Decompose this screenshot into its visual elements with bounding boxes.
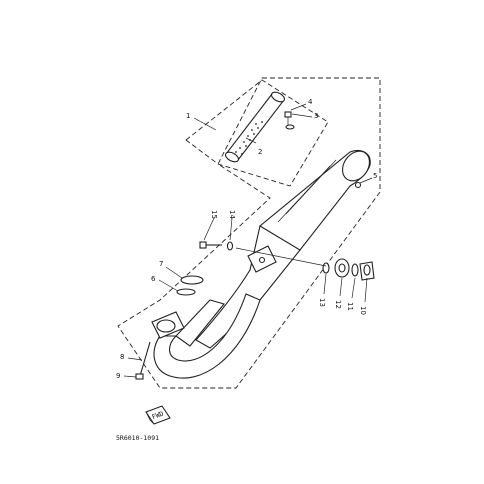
- assembly-boundary-tailpipe: [185, 79, 329, 187]
- callout-7: 7: [159, 260, 163, 268]
- exhaust-flange: [151, 311, 185, 339]
- gasket-6: [176, 288, 196, 296]
- muffler: [195, 149, 371, 349]
- mounting-bolt: [199, 241, 234, 251]
- exhaust-pipe: [153, 293, 261, 379]
- gasket-7: [180, 275, 204, 285]
- callout-9: 9: [116, 372, 120, 380]
- callout-14: 14: [228, 210, 236, 219]
- drawing-code: 5R6010-1091: [116, 434, 159, 442]
- callout-15: 15: [210, 210, 218, 219]
- tail-pipe: [224, 91, 286, 163]
- tailpipe-screw: [284, 111, 295, 130]
- callout-5: 5: [373, 172, 377, 180]
- callout-11: 11: [346, 302, 354, 311]
- assembly-boundary-main: [117, 77, 381, 389]
- callout-10: 10: [359, 306, 367, 315]
- stud-bolt: [135, 341, 151, 380]
- forward-direction-marker: FWD: [145, 405, 171, 425]
- callout-4: 4: [308, 98, 313, 106]
- leader-lines: [123, 103, 373, 378]
- muffler-bracket: [247, 245, 277, 273]
- callout-numbers: 1 2 3 4 5 6 7 8 9 10 11 12 13 14 15: [116, 98, 377, 380]
- callout-13: 13: [318, 298, 326, 307]
- front-marker-label: FWD: [151, 410, 165, 422]
- perforated-section: [235, 121, 263, 155]
- callout-1: 1: [186, 112, 190, 120]
- damper-parts: [322, 258, 375, 281]
- callout-3: 3: [314, 112, 318, 120]
- callout-2: 2: [258, 148, 262, 156]
- callout-6: 6: [151, 275, 156, 283]
- callout-8: 8: [120, 353, 124, 361]
- callout-12: 12: [334, 300, 342, 309]
